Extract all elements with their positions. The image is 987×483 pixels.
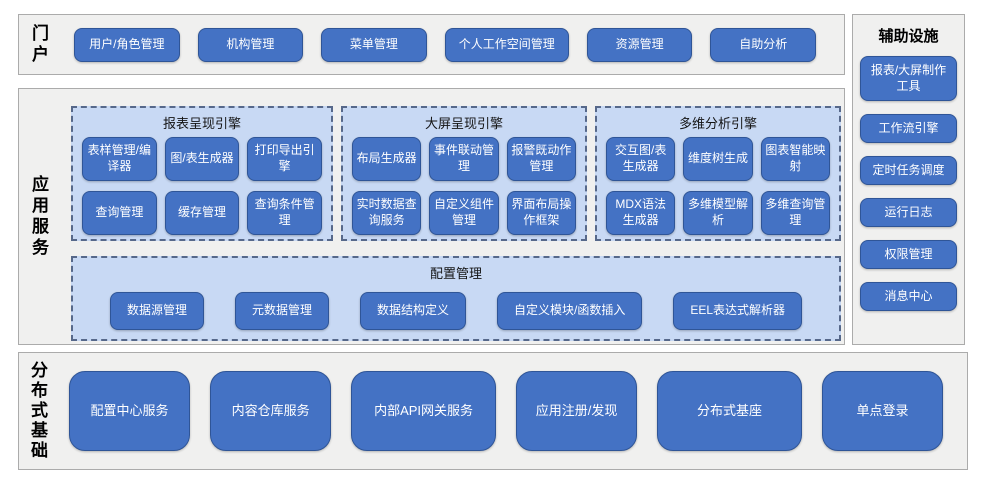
portal-section-label: 门户 <box>29 23 48 66</box>
node-workflow-engine: 工作流引擎 <box>860 114 957 143</box>
node-data-structure-definition: 数据结构定义 <box>359 292 466 330</box>
distributed-foundation-section: 分布式基础 配置中心服务 内容仓库服务 内部API网关服务 应用注册/发现 分布… <box>18 352 968 470</box>
node-query-management: 查询管理 <box>82 191 157 235</box>
auxiliary-facilities-section: 辅助设施 报表/大屏制作工具 工作流引擎 定时任务调度 运行日志 权限管理 消息… <box>852 14 965 345</box>
node-realtime-data-query-service: 实时数据查询服务 <box>352 191 422 235</box>
bigscreen-rendering-engine-grid: 布局生成器 事件联动管理 报警既动作管理 实时数据查询服务 自定义组件管理 界面… <box>352 137 576 235</box>
config-management-title: 配置管理 <box>429 266 482 281</box>
node-resource-management: 资源管理 <box>586 27 693 62</box>
node-config-center-service: 配置中心服务 <box>69 371 191 451</box>
bigscreen-rendering-engine-title: 大屏呈现引擎 <box>424 116 503 131</box>
distributed-node-row: 配置中心服务 内容仓库服务 内部API网关服务 应用注册/发现 分布式基座 单点… <box>69 371 943 451</box>
node-distributed-base: 分布式基座 <box>657 371 802 451</box>
node-organization-management: 机构管理 <box>197 27 304 62</box>
config-management-panel: 配置管理 数据源管理 元数据管理 数据结构定义 自定义模块/函数插入 EEL表达… <box>71 256 841 341</box>
olap-analysis-engine-grid: 交互图/表生成器 维度树生成 图表智能映射 MDX语法生成器 多维模型解析 多维… <box>606 137 830 235</box>
report-rendering-engine-panel: 报表呈现引擎 表样管理/编译器 图/表生成器 打印导出引擎 查询管理 缓存管理 … <box>71 106 333 241</box>
node-custom-module-function-insert: 自定义模块/函数插入 <box>497 292 643 330</box>
node-report-bigscreen-authoring-tool: 报表/大屏制作工具 <box>860 56 957 101</box>
olap-analysis-engine-panel: 多维分析引擎 交互图/表生成器 维度树生成 图表智能映射 MDX语法生成器 多维… <box>595 106 841 241</box>
node-personal-workspace-management: 个人工作空间管理 <box>444 27 569 62</box>
node-print-export-engine: 打印导出引擎 <box>247 137 322 181</box>
node-user-role-management: 用户/角色管理 <box>74 27 180 62</box>
node-dimension-tree-generation: 维度树生成 <box>683 137 753 181</box>
engine-panels: 报表呈现引擎 表样管理/编译器 图/表生成器 打印导出引擎 查询管理 缓存管理 … <box>71 106 841 241</box>
node-self-service-analysis: 自助分析 <box>710 27 817 62</box>
node-app-registration-discovery: 应用注册/发现 <box>516 371 638 451</box>
bigscreen-rendering-engine-panel: 大屏呈现引擎 布局生成器 事件联动管理 报警既动作管理 实时数据查询服务 自定义… <box>341 106 587 241</box>
node-metadata-management: 元数据管理 <box>234 292 329 330</box>
node-scheduled-task-scheduling: 定时任务调度 <box>860 156 957 185</box>
node-permission-management: 权限管理 <box>860 240 957 269</box>
report-rendering-engine-title: 报表呈现引擎 <box>162 116 241 131</box>
auxiliary-facilities-title: 辅助设施 <box>878 28 939 45</box>
node-message-center: 消息中心 <box>860 282 957 311</box>
node-menu-management: 菜单管理 <box>321 27 427 62</box>
node-mdx-syntax-generator: MDX语法生成器 <box>606 191 676 235</box>
portal-section: 门户 用户/角色管理 机构管理 菜单管理 个人工作空间管理 资源管理 自助分析 <box>18 14 845 75</box>
node-interactive-chart-generator: 交互图/表生成器 <box>606 137 676 181</box>
node-content-repository-service: 内容仓库服务 <box>210 371 332 451</box>
auxiliary-node-column: 报表/大屏制作工具 工作流引擎 定时任务调度 运行日志 权限管理 消息中心 <box>853 56 964 311</box>
node-ui-layout-operation-framework: 界面布局操作框架 <box>506 191 576 235</box>
node-layout-generator: 布局生成器 <box>352 137 422 181</box>
node-event-linkage-management: 事件联动管理 <box>429 137 499 181</box>
portal-node-row: 用户/角色管理 机构管理 菜单管理 个人工作空间管理 资源管理 自助分析 <box>74 27 817 62</box>
config-management-row: 数据源管理 元数据管理 数据结构定义 自定义模块/函数插入 EEL表达式解析器 <box>83 292 829 330</box>
node-run-log: 运行日志 <box>860 198 957 227</box>
node-multidim-model-parsing: 多维模型解析 <box>683 191 753 235</box>
node-report-template-compiler: 表样管理/编译器 <box>82 137 157 181</box>
report-rendering-engine-grid: 表样管理/编译器 图/表生成器 打印导出引擎 查询管理 缓存管理 查询条件管理 <box>82 137 322 235</box>
node-datasource-management: 数据源管理 <box>109 292 204 330</box>
node-multidim-query-management: 多维查询管理 <box>760 191 830 235</box>
node-internal-api-gateway-service: 内部API网关服务 <box>351 371 496 451</box>
node-eel-expression-parser: EEL表达式解析器 <box>673 292 803 330</box>
node-query-condition-management: 查询条件管理 <box>247 191 322 235</box>
node-single-sign-on: 单点登录 <box>821 371 943 451</box>
node-custom-component-management: 自定义组件管理 <box>429 191 499 235</box>
olap-analysis-engine-title: 多维分析引擎 <box>678 116 757 131</box>
node-cache-management: 缓存管理 <box>164 191 240 235</box>
distributed-foundation-label: 分布式基础 <box>28 361 47 461</box>
node-alarm-action-management: 报警既动作管理 <box>506 137 576 181</box>
application-services-section: 应用服务 报表呈现引擎 表样管理/编译器 图/表生成器 打印导出引擎 查询管理 … <box>18 88 845 345</box>
node-chart-smart-mapping: 图表智能映射 <box>760 137 830 181</box>
application-services-label: 应用服务 <box>29 174 48 259</box>
node-chart-table-generator: 图/表生成器 <box>164 137 240 181</box>
